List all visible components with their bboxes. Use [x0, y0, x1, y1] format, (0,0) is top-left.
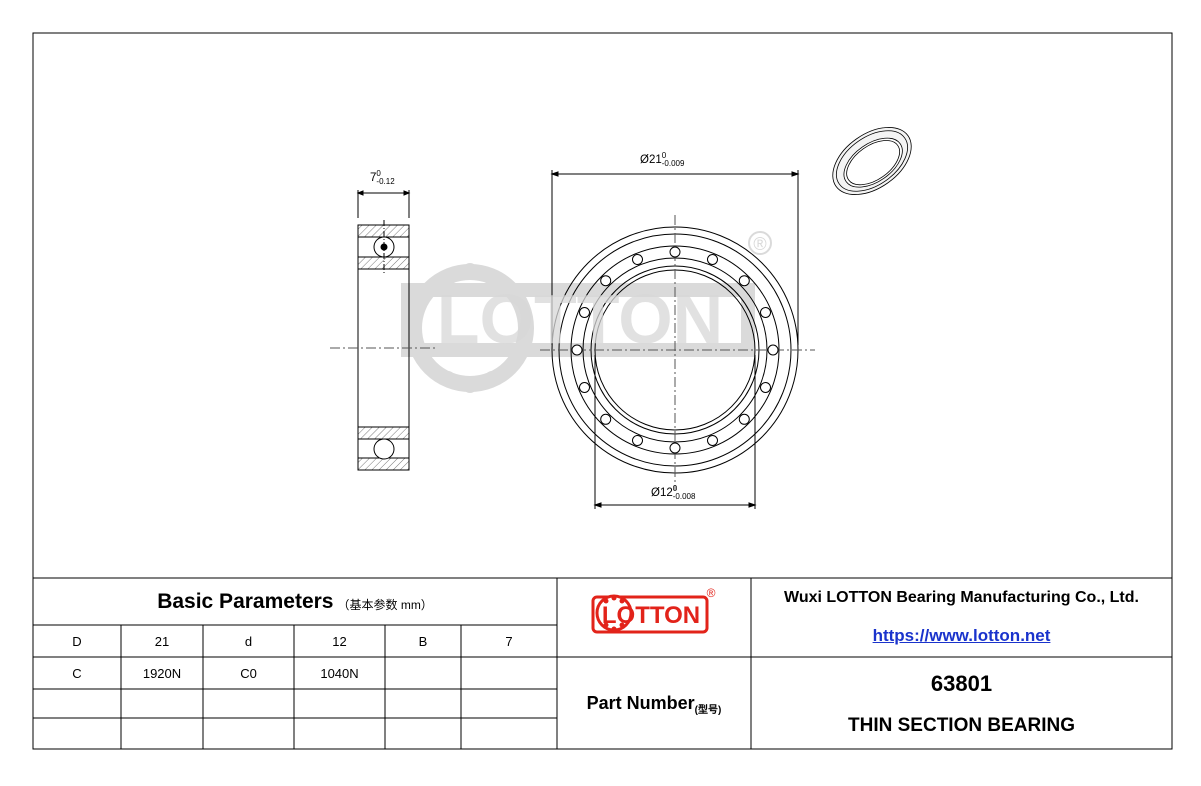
- bearing-ball: [767, 344, 779, 356]
- bearing-ball: [707, 254, 718, 265]
- logo-registered-mark: ®: [707, 586, 716, 600]
- param-cell: [385, 689, 461, 718]
- title-block-grid: [33, 577, 1172, 749]
- bearing-ball: [600, 275, 612, 287]
- param-cell: [203, 689, 294, 718]
- bearing-ball: [579, 307, 590, 318]
- side-view: [330, 190, 438, 471]
- param-cell: 12: [332, 633, 347, 649]
- param-cell: 21: [154, 633, 170, 649]
- bearing-3d-thumbnail: [832, 127, 912, 195]
- param-cell: C0: [240, 665, 257, 681]
- param-cell: [33, 718, 121, 749]
- bearing-ball: [632, 254, 643, 265]
- bearing-ball: [738, 275, 750, 287]
- param-cell: B: [418, 633, 428, 649]
- bearing-ball: [760, 307, 771, 318]
- param-cell: [461, 657, 557, 689]
- bearing-ball: [579, 382, 590, 393]
- bearing-ball: [669, 246, 681, 258]
- params-title: Basic Parameters: [157, 589, 334, 613]
- params-subtitle: （基本参数 mm）: [337, 598, 433, 612]
- param-cell: d: [244, 633, 253, 649]
- param-cell: 1040N: [320, 665, 359, 681]
- param-cell: [294, 718, 385, 749]
- ball-set: [571, 246, 779, 454]
- param-cell: [121, 718, 203, 749]
- param-cell: [385, 657, 461, 689]
- param-cell: [385, 718, 461, 749]
- bearing-ball: [738, 413, 750, 425]
- param-cell: [203, 718, 294, 749]
- param-cell: [33, 689, 121, 718]
- param-cell: [461, 718, 557, 749]
- bearing-ball: [632, 435, 643, 446]
- bearing-ball: [571, 344, 583, 356]
- watermark-text: LOTTON: [437, 280, 723, 358]
- bearing-ball: [669, 442, 681, 454]
- lotton-logo: LOTTON ®: [591, 586, 716, 634]
- param-cell: 7: [505, 633, 513, 649]
- part-number-value: 63801: [930, 671, 993, 696]
- param-cell: C: [72, 665, 82, 681]
- param-cell: D: [72, 633, 82, 649]
- company-website-link[interactable]: https://www.lotton.net: [872, 626, 1051, 645]
- part-number-label: Part Number(型号): [586, 692, 722, 716]
- param-cell: 1920N: [142, 665, 182, 681]
- outer-frame: [32, 32, 1173, 750]
- bearing-ball: [760, 382, 771, 393]
- company-name: Wuxi LOTTON Bearing Manufacturing Co., L…: [784, 589, 1139, 606]
- product-type: THIN SECTION BEARING: [848, 715, 1075, 736]
- logo-wordmark: LOTTON: [602, 602, 700, 629]
- param-cell: [121, 689, 203, 718]
- bearing-ball: [600, 413, 612, 425]
- param-cell: [461, 689, 557, 718]
- bearing-ball: [707, 435, 718, 446]
- param-cell: [294, 689, 385, 718]
- params-header: Basic Parameters（基本参数 mm）: [33, 578, 557, 625]
- watermark-registered: ®: [753, 234, 766, 254]
